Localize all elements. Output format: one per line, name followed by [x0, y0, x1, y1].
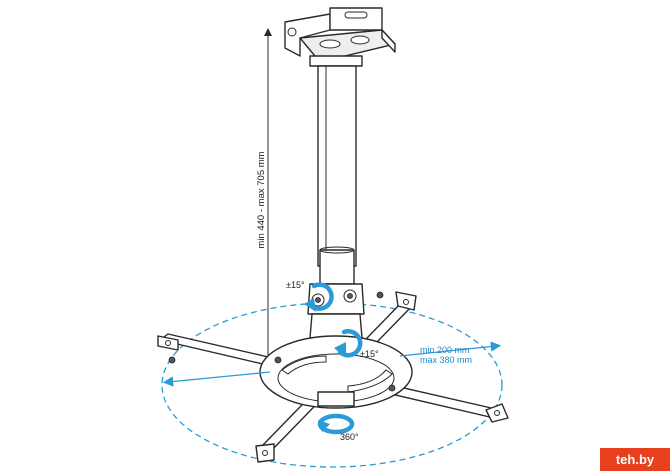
tilt-upper-label: ±15°: [286, 280, 305, 290]
arm-min-label: min 200 mm: [420, 345, 470, 355]
height-dimension: min 440 - max 705 mm: [256, 28, 272, 364]
arm-max-label: max 380 mm: [420, 355, 472, 365]
extension-pole: [317, 65, 357, 285]
tilt-arrow-upper: ±15°: [286, 280, 334, 312]
height-range-label: min 440 - max 705 mm: [256, 151, 267, 248]
base-plate: [259, 335, 413, 409]
width-dimension: min 200 mm max 380 mm: [162, 341, 502, 387]
tilt-lower-label: ±15°: [360, 349, 379, 359]
tilt-joint-upper: [307, 283, 365, 339]
teh-by-logo: teh.by: [600, 448, 670, 471]
rotation-arrow: 360°: [317, 413, 359, 442]
tilt-arrow-lower: ±15°: [334, 329, 379, 359]
rotation-label: 360°: [340, 432, 359, 442]
logo-text: teh.by: [616, 452, 655, 467]
ceiling-bracket: [284, 7, 396, 67]
